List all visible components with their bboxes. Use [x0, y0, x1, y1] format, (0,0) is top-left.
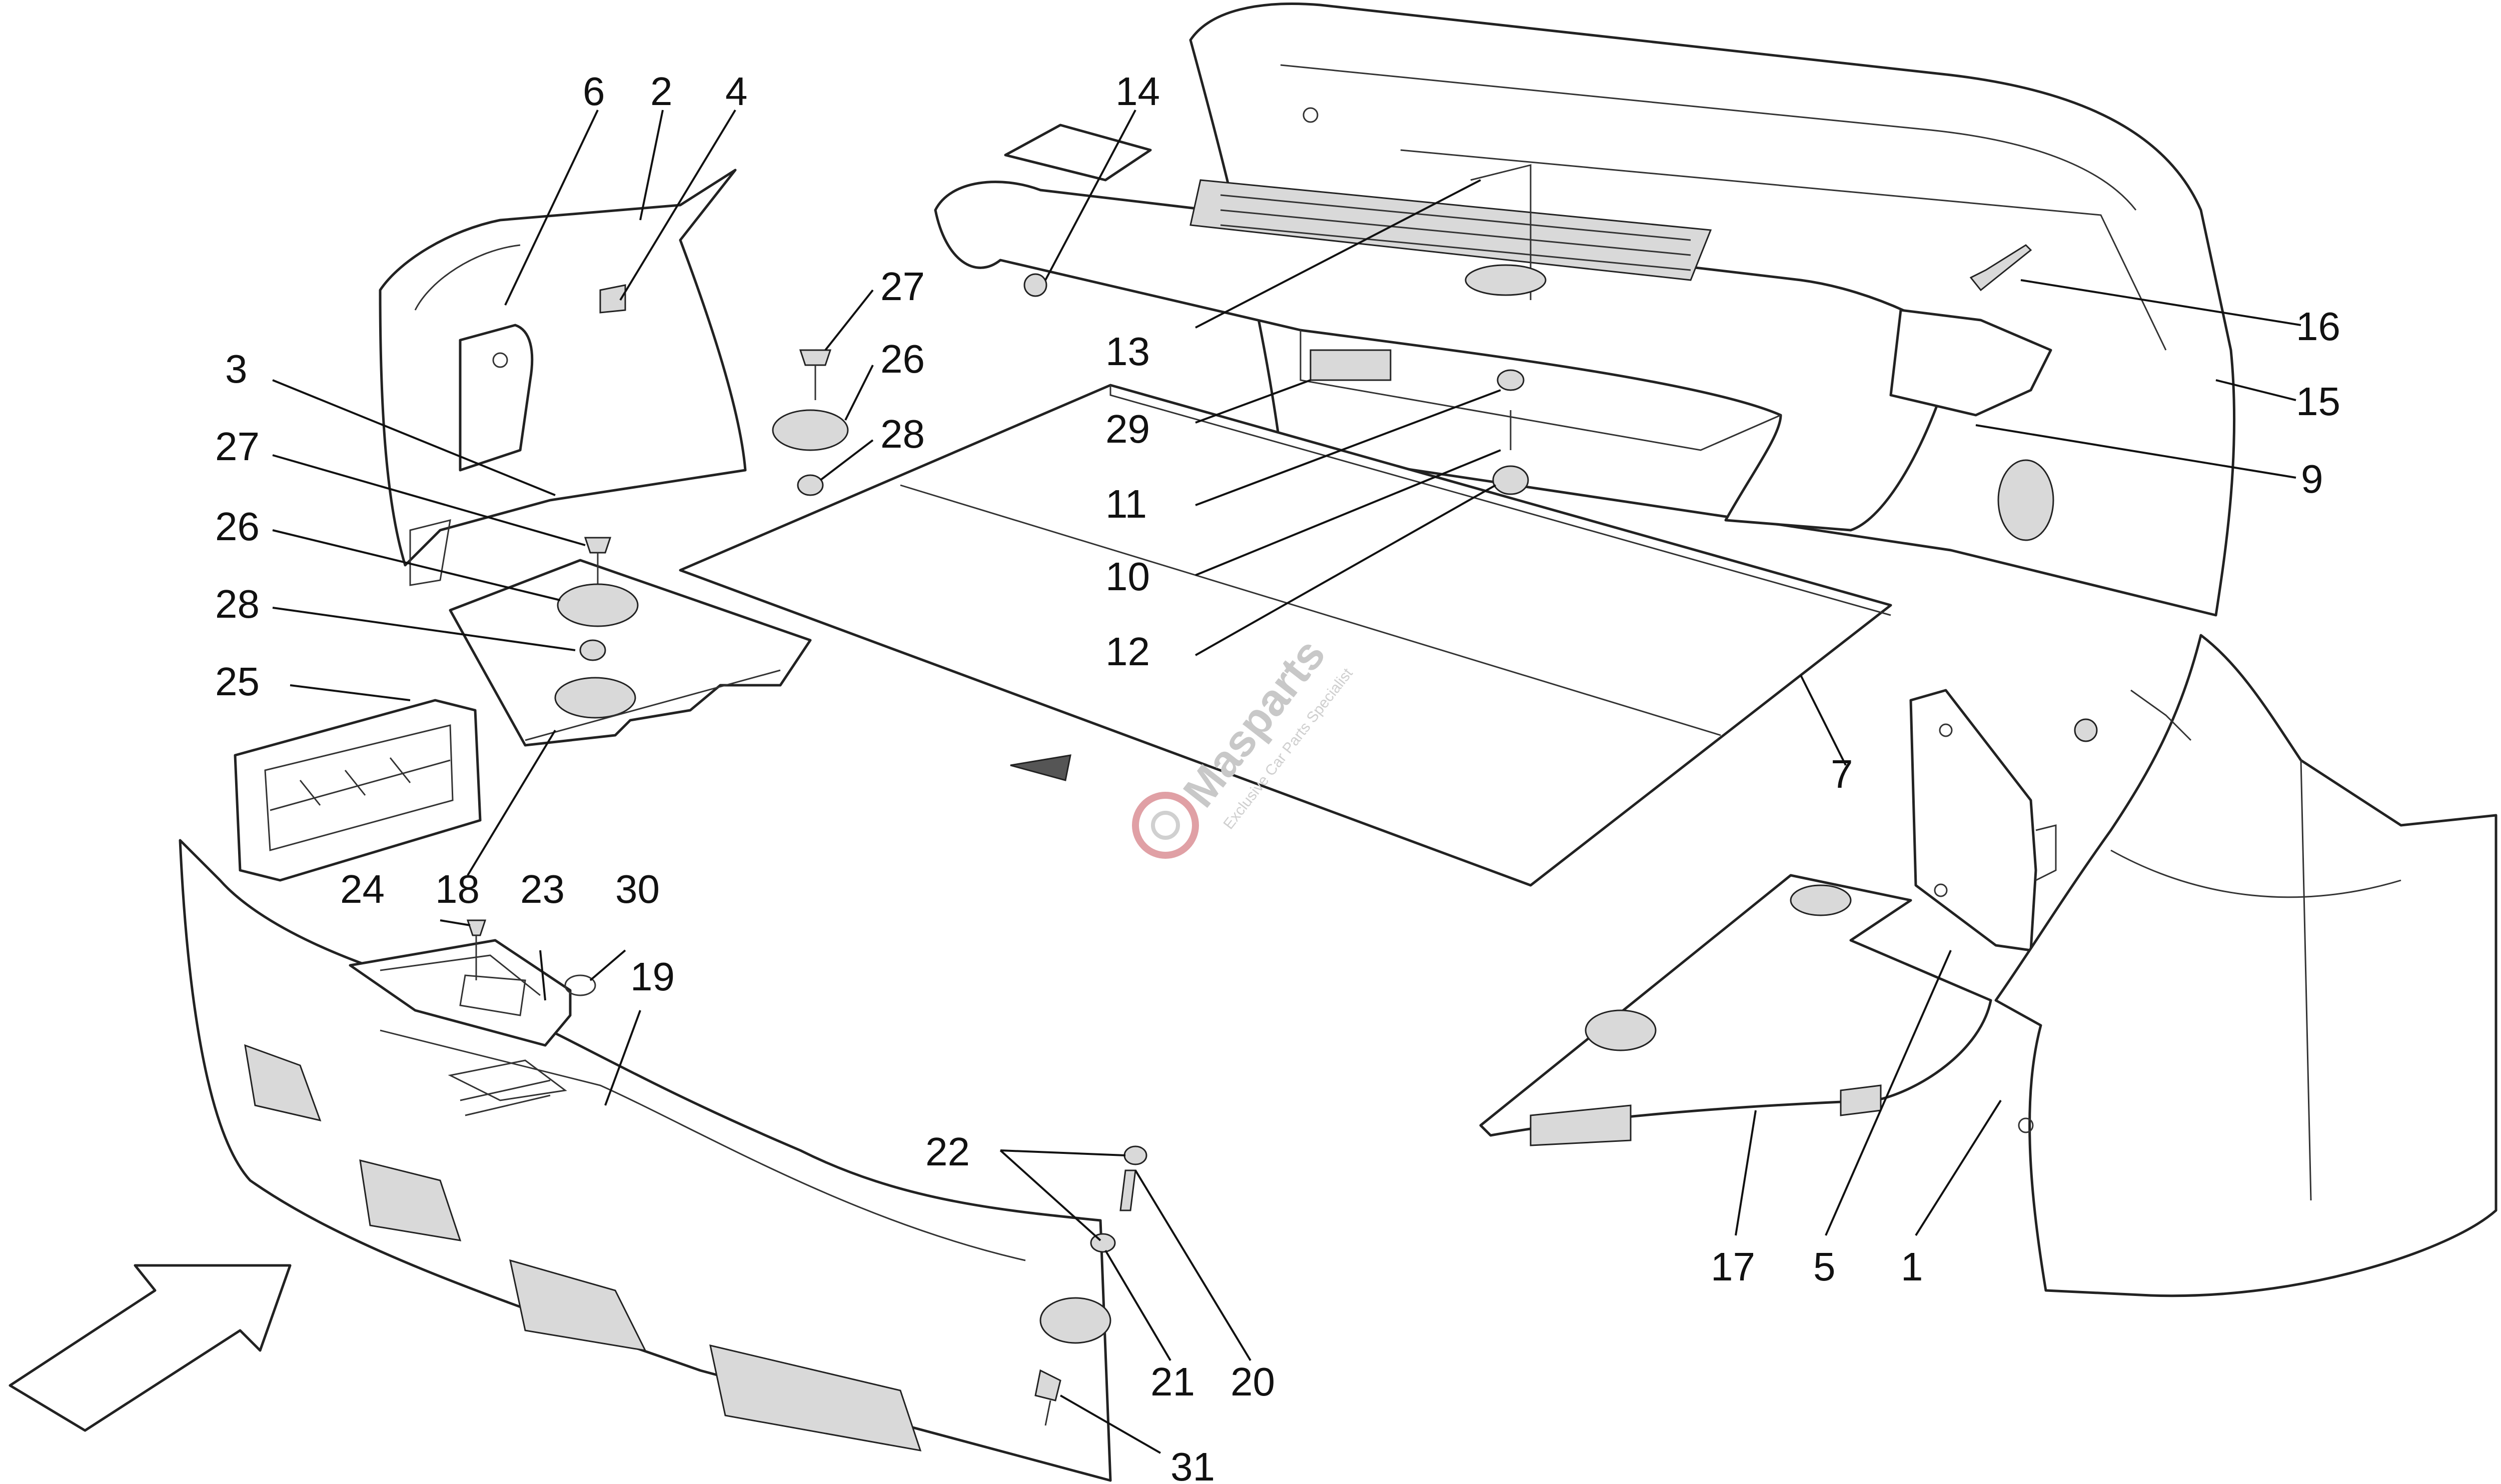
- washer-28-lower: [579, 639, 606, 661]
- callout-19: 19: [630, 954, 675, 999]
- rivet-27-upper: [799, 349, 832, 366]
- callout-17: 17: [1711, 1244, 1755, 1289]
- grommet-26-upper: [772, 409, 849, 451]
- callout-28-left: 28: [215, 582, 260, 626]
- washer-28-upper: [797, 474, 824, 496]
- cap-30: [564, 974, 596, 996]
- screw-16: [1969, 244, 2032, 292]
- callout-9: 9: [2301, 457, 2323, 501]
- washer-11: [1497, 369, 1525, 391]
- callout-22: 22: [925, 1129, 970, 1174]
- callout-14: 14: [1115, 69, 1160, 114]
- callout-27-left: 27: [215, 424, 260, 469]
- callout-29: 29: [1105, 407, 1150, 451]
- storage-tray-part-25: [234, 699, 482, 882]
- left-floor-panel-part-18: [449, 559, 812, 747]
- callout-2: 2: [650, 69, 673, 114]
- watermark-logo-icon: [1132, 792, 1199, 859]
- callout-20: 20: [1230, 1359, 1275, 1404]
- right-floor-panel-part-17: [1479, 874, 1992, 1146]
- callout-31: 31: [1170, 1444, 1215, 1484]
- callout-18: 18: [435, 867, 480, 911]
- right-side-trim-part-1: [1994, 634, 2497, 1297]
- callout-labels: 6 2 4 3 27 26 28 25 27 26 28 14 13 29 11…: [215, 69, 2340, 1484]
- callout-26-left: 26: [215, 504, 260, 549]
- callout-11: 11: [1105, 482, 1147, 526]
- callout-1: 1: [1901, 1244, 1923, 1289]
- callout-25: 25: [215, 659, 260, 704]
- screw-14: [1023, 273, 1047, 297]
- callout-10: 10: [1105, 554, 1150, 599]
- leader-lines: [272, 109, 2301, 1454]
- clip-31: [1034, 1369, 1061, 1401]
- callout-30: 30: [615, 867, 660, 911]
- screw-20: [1119, 1169, 1136, 1211]
- grommet-26-lower: [557, 583, 639, 627]
- parcel-shelf-part-9: [934, 124, 2052, 532]
- callout-12: 12: [1105, 629, 1150, 674]
- sill-trim-part-19: [179, 839, 1112, 1482]
- callout-28-center: 28: [880, 412, 925, 456]
- clip-1: [2074, 718, 2098, 742]
- screw-24: [466, 919, 487, 936]
- callout-7: 7: [1831, 752, 1853, 796]
- callout-15: 15: [2296, 379, 2340, 424]
- callout-24: 24: [340, 867, 385, 911]
- callout-3: 3: [225, 347, 248, 391]
- callout-27-center: 27: [880, 264, 925, 309]
- callout-23: 23: [520, 867, 565, 911]
- rivet-27-lower: [584, 537, 612, 554]
- floor-board-part-7: [679, 384, 1892, 887]
- cap-22: [1123, 1145, 1147, 1165]
- callout-6: 6: [583, 69, 605, 114]
- callout-5: 5: [1813, 1244, 1836, 1289]
- left-side-trim-part-2: [379, 169, 747, 586]
- washer-12: [1492, 465, 1529, 495]
- washer-21: [1090, 1233, 1116, 1253]
- front-direction-arrow: [9, 1264, 292, 1432]
- callout-16: 16: [2296, 304, 2340, 349]
- callout-13: 13: [1105, 329, 1150, 374]
- cover-panel-part-5: [1909, 689, 2057, 952]
- callout-26-center: 26: [880, 337, 925, 381]
- plate-part-23: [349, 939, 572, 1047]
- callout-4: 4: [725, 69, 748, 114]
- callout-21: 21: [1150, 1359, 1195, 1404]
